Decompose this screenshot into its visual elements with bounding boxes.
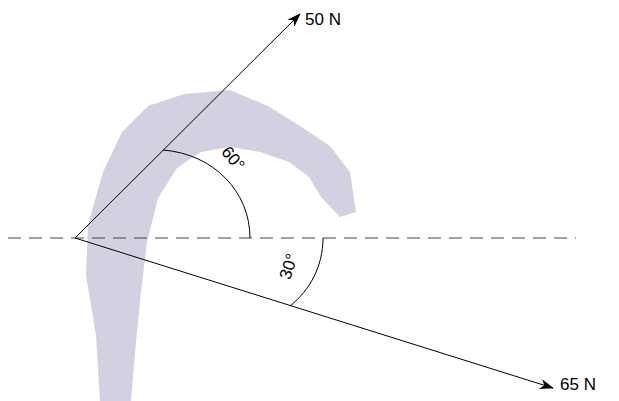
force-label: 50 N xyxy=(305,11,341,28)
force-vector xyxy=(75,238,553,388)
arm-silhouette xyxy=(86,90,356,401)
force-vector xyxy=(75,14,300,238)
angle-label: 30° xyxy=(277,252,301,282)
reference-line xyxy=(8,238,576,239)
force-label: 65 N xyxy=(560,376,596,393)
